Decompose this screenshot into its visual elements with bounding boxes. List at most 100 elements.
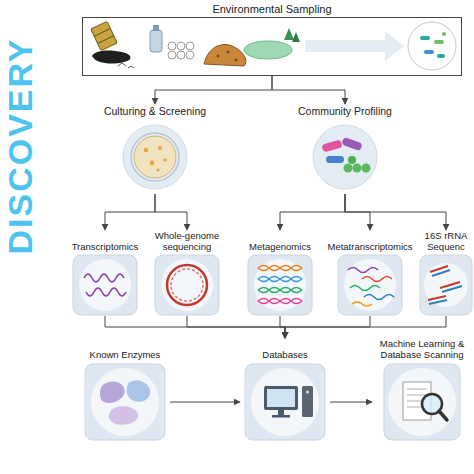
enzyme-blobs <box>100 382 125 403</box>
shape-area <box>285 120 405 194</box>
shape-outline <box>418 254 474 316</box>
inner-circle <box>161 259 213 311</box>
method-circle: Community Profiling <box>285 104 405 194</box>
dna-helices <box>258 299 302 304</box>
magnifier-symbol <box>403 382 447 420</box>
oil-barrel <box>91 21 117 50</box>
plastic-rings <box>168 51 176 59</box>
dna-helices <box>258 266 302 271</box>
pond-scene <box>284 28 294 40</box>
resource-box: Databases <box>240 338 330 442</box>
shape-area <box>322 254 418 316</box>
resource-box: Known Enzymes <box>80 338 170 442</box>
inner-circle <box>424 263 468 307</box>
bacteria-cluster <box>362 164 371 173</box>
enzyme-blobs <box>100 380 150 424</box>
dna-helices <box>258 266 302 304</box>
sampling-frame <box>83 18 462 76</box>
omics-box: Whole-genome sequencing <box>147 230 227 316</box>
process-arrow <box>305 31 404 61</box>
rna-strands <box>362 277 392 282</box>
heading-area: 16S rRNA Sequenc <box>418 230 474 254</box>
dna-helices <box>258 288 302 293</box>
flow-arrow <box>187 316 285 338</box>
rounded-square <box>248 255 312 315</box>
dna-helices <box>258 277 302 282</box>
flow-arrow <box>105 194 155 230</box>
bacteria-cluster <box>341 137 363 151</box>
rna-strands <box>350 286 380 291</box>
magnifier-symbol <box>407 401 423 402</box>
rounded-square <box>338 255 402 315</box>
flow-arrow <box>285 316 370 338</box>
magnifier-symbol <box>439 411 447 420</box>
plastic-rings <box>186 42 194 50</box>
oil-spill <box>92 51 131 64</box>
node-heading: 16S rRNA Sequenc <box>418 231 474 252</box>
computer-symbol <box>264 386 298 410</box>
shape-outline <box>147 254 227 316</box>
dna-fragments <box>429 300 447 304</box>
oil-barrel <box>94 29 110 37</box>
shape-area <box>147 254 227 316</box>
omics-box: 16S rRNA Sequenc <box>418 230 474 316</box>
computer-symbol <box>306 391 309 394</box>
plastic-rings <box>177 42 185 50</box>
rounded-square <box>245 364 325 440</box>
plastic-rings <box>168 42 176 50</box>
plastic-bottle <box>150 30 162 52</box>
shape-area <box>82 17 462 76</box>
shape-outline <box>63 254 147 316</box>
heading-area: Culturing & Screening <box>95 104 215 120</box>
inner-circle <box>91 368 159 436</box>
compost-pile <box>204 45 246 66</box>
dna-helices <box>258 299 302 304</box>
computer-symbol <box>302 386 313 417</box>
dna-fragments <box>428 266 462 304</box>
bird-symbol <box>128 66 134 68</box>
bacteria-cluster <box>353 164 362 173</box>
oil-barrel <box>91 21 117 50</box>
genome-ring <box>167 265 207 305</box>
microbe-circle <box>434 40 444 44</box>
petri-dish <box>158 146 162 150</box>
enzyme-blobs <box>127 380 151 401</box>
heading-area: Whole-genome sequencing <box>147 230 227 254</box>
petri-dish <box>131 133 179 181</box>
genome-ring <box>167 265 207 305</box>
inner-circle <box>251 368 319 436</box>
flow-arrow <box>170 402 240 403</box>
computer-symbol <box>272 415 290 418</box>
shape-outline <box>372 362 472 442</box>
rna-strands <box>348 268 394 307</box>
node-heading: Metatranscriptomics <box>328 242 413 252</box>
omics-box: Metatranscriptomics <box>322 230 418 316</box>
magnifier-symbol <box>407 407 421 408</box>
method-circle-shape <box>313 125 377 189</box>
bird-symbol <box>118 63 126 66</box>
bacteria-cluster <box>348 156 356 164</box>
flow-arrow <box>345 194 446 230</box>
rna-squiggle <box>84 274 126 296</box>
heading-area: Metagenomics <box>238 230 322 254</box>
compost-pile <box>227 51 230 54</box>
flow-arrow <box>345 194 370 230</box>
petri-dish <box>163 158 167 162</box>
shape-area <box>372 362 472 442</box>
process-arrow <box>305 31 404 61</box>
rna-strands <box>364 295 394 300</box>
shape-area <box>95 120 215 194</box>
rounded-square <box>85 364 165 440</box>
shape-outline <box>80 362 170 442</box>
heading-area: Databases <box>240 338 330 362</box>
heading-area: Known Enzymes <box>80 338 170 362</box>
heading-area: Transcriptomics <box>63 230 147 254</box>
compost-pile <box>204 45 246 66</box>
microbe-circle <box>437 54 445 58</box>
shape-outline <box>238 254 322 316</box>
rna-strands <box>348 268 378 273</box>
section-label: DISCOVERY <box>1 37 40 254</box>
resource-box: Machine Learning & Database Scanning <box>372 338 472 442</box>
